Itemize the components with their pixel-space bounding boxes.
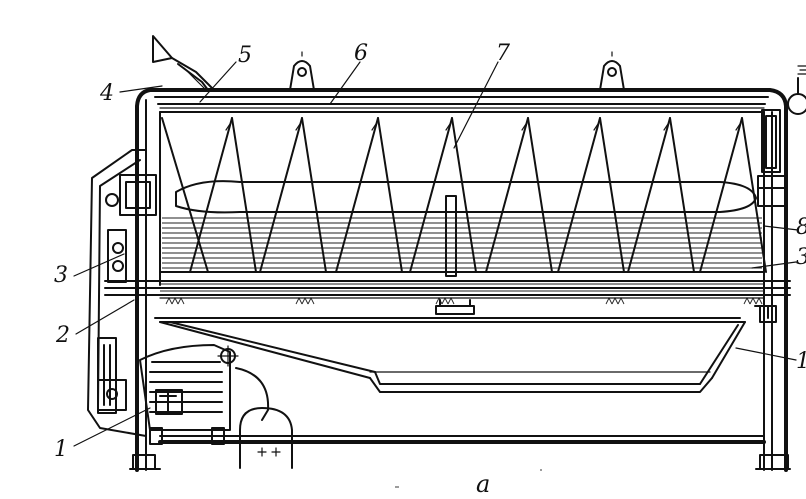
blade-tip: [371, 123, 377, 131]
blade-tip: [593, 123, 599, 131]
blade-tip: [663, 123, 669, 131]
auger-blade-back: [527, 117, 553, 273]
blade-tip: [295, 123, 301, 131]
auger-blade-back: [599, 117, 625, 273]
label-1-right: 1: [796, 349, 806, 374]
auger-blade: [485, 117, 529, 273]
label-3-left: 3: [54, 263, 68, 288]
bearing-mark: [177, 296, 185, 305]
bearing-mark: [307, 296, 315, 305]
auger-blade: [259, 117, 303, 273]
bearing-marks: [165, 296, 763, 305]
blade-tip: [521, 123, 527, 131]
lifting-lug-right: [599, 51, 625, 91]
machine-frame: [129, 88, 791, 488]
bearing-mark: [441, 296, 449, 305]
blade-tip: [225, 123, 231, 131]
auger-blade-back: [231, 117, 257, 273]
right-fittings: [757, 65, 806, 323]
blade-tip: [735, 123, 741, 131]
label-4: 4: [99, 81, 114, 106]
water-hatching: [162, 217, 762, 269]
bearing-mark: [743, 296, 751, 305]
auger-blade: [627, 117, 671, 273]
screw-auger: [161, 117, 767, 273]
label-5: 5: [238, 43, 252, 68]
bearing-mark: [617, 296, 625, 305]
auger-blade-first: [161, 117, 209, 273]
label-7: 7: [496, 41, 510, 66]
bearing-mark: [165, 296, 173, 305]
bearing-mark: [611, 296, 619, 305]
leader-lines: [73, 61, 799, 447]
figure-caption: a: [476, 470, 490, 498]
auger-blade: [189, 117, 233, 273]
auger-blade: [335, 117, 379, 273]
auger-blade-back: [301, 117, 327, 273]
pump-unit: [239, 407, 293, 469]
bearing-mark: [749, 296, 757, 305]
bearing-mark: [605, 296, 613, 305]
bearing-mark: [171, 296, 179, 305]
bearing-mark: [755, 296, 763, 305]
auger-core: [175, 180, 757, 214]
auger-blade-back: [669, 117, 695, 273]
auger-blade: [409, 117, 453, 273]
bearing-mark: [447, 296, 455, 305]
auger-blade: [557, 117, 601, 273]
main-shaft: [104, 280, 791, 299]
blade-tip: [445, 123, 451, 131]
lifting-lug-left: [289, 51, 315, 91]
bearing-mark: [301, 296, 309, 305]
electric-motor: [139, 344, 270, 445]
central-support: [435, 195, 475, 315]
drain-trough: [154, 305, 769, 393]
label-6: 6: [354, 41, 368, 66]
loading-hopper: [152, 35, 215, 91]
label-2: 2: [55, 323, 70, 348]
auger-blade-back: [377, 117, 403, 273]
label-1-left: 1: [54, 437, 68, 462]
label-3-right: 3: [796, 245, 806, 270]
auger-blade: [699, 117, 743, 273]
bearing-mark: [295, 296, 303, 305]
auger-blade-back: [741, 117, 767, 273]
label-8-right: 8: [796, 215, 806, 240]
